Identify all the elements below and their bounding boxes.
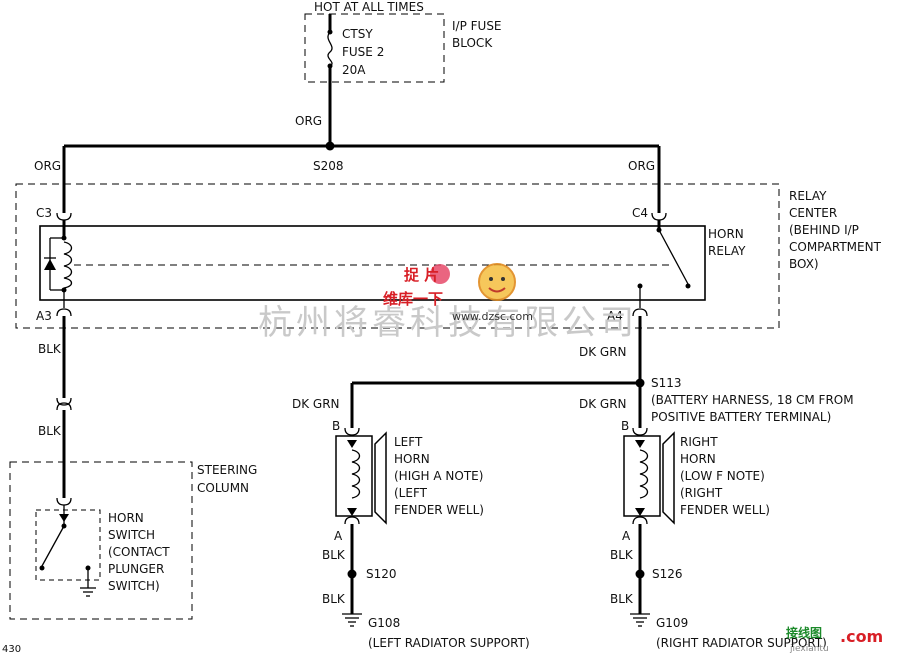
horn-switch-label-4: PLUNGER — [108, 562, 164, 576]
page-number: 430 — [2, 644, 21, 654]
watermark-corner-com: .com — [840, 627, 883, 646]
left-horn-label-2: HORN — [394, 452, 430, 466]
horn-switch-ground-icon — [80, 587, 96, 597]
inline-connector — [56, 397, 72, 411]
wire-color-dkgrn-right: DK GRN — [579, 397, 627, 411]
left-horn-label-4: (LEFT — [394, 486, 428, 500]
wire-color-blk-right-a: BLK — [610, 548, 634, 562]
fuse-rating: 20A — [342, 63, 366, 77]
relay-center-label-1: RELAY — [789, 189, 827, 203]
ground-g109-desc: (RIGHT RADIATOR SUPPORT) — [656, 636, 827, 650]
wire-color-blk-a3: BLK — [38, 342, 62, 356]
horn-switch-body — [35, 509, 101, 581]
splice-s126-dot — [635, 569, 645, 579]
ground-g108-icon — [342, 613, 362, 627]
connector-a3-label: A3 — [36, 309, 52, 323]
fuse-block-boundary — [304, 13, 445, 83]
steering-column-label-2: COLUMN — [197, 481, 249, 495]
fuse-symbol — [327, 31, 333, 67]
left-horn-coil — [351, 449, 361, 499]
fuse-name-line1: CTSY — [342, 27, 373, 41]
watermark-top-cn: 捉 片 — [404, 266, 439, 284]
splice-s120-label: S120 — [366, 567, 397, 581]
left-horn-terminal-a: A — [334, 529, 343, 543]
horn-switch-contact — [41, 525, 65, 567]
wire-color-org-right: ORG — [628, 159, 655, 173]
steering-column-boundary — [9, 461, 193, 620]
left-horn-body — [335, 435, 373, 517]
relay-coil — [63, 241, 73, 289]
horn-switch-connector — [56, 497, 72, 506]
right-horn-terminal-b: B — [621, 419, 629, 433]
ground-g109-label: G109 — [656, 616, 688, 630]
splice-s113-desc-1: (BATTERY HARNESS, 18 CM FROM — [651, 393, 854, 407]
horn-switch-label-2: SWITCH — [108, 528, 155, 542]
right-horn-label-3: (LOW F NOTE) — [680, 469, 765, 483]
watermark-company: 杭州将睿科技有限公司 — [258, 303, 638, 343]
ground-g108-desc: (LEFT RADIATOR SUPPORT) — [368, 636, 530, 650]
horn-switch-label-1: HORN — [108, 511, 144, 525]
horn-relay-label-2: RELAY — [708, 244, 746, 258]
right-horn-coil — [639, 449, 649, 499]
wire-color-blk-left-g: BLK — [322, 592, 346, 606]
left-horn-terminal-b: B — [332, 419, 340, 433]
horn-relay-body — [39, 225, 706, 301]
horn-relay-label-1: HORN — [708, 227, 744, 241]
right-horn-terminal-a: A — [622, 529, 631, 543]
connector-c4 — [651, 212, 667, 221]
relay-center-label-3: (BEHIND I/P — [789, 223, 859, 237]
right-horn-body — [623, 435, 661, 517]
connector-a3 — [56, 308, 72, 317]
horn-switch-label-3: (CONTACT — [108, 545, 170, 559]
connector-a4-label: A4 — [607, 309, 623, 323]
fuse-name-line2: FUSE 2 — [342, 45, 384, 59]
watermark-site: www.dzsc.com — [452, 310, 533, 323]
watermark-red-cn: 维库一下 — [383, 290, 443, 308]
wire-color-org-left: ORG — [34, 159, 61, 173]
left-horn-label-3: (HIGH A NOTE) — [394, 469, 483, 483]
left-horn-label-5: FENDER WELL) — [394, 503, 484, 517]
watermark-corner-sub: jiexiantu — [789, 644, 829, 654]
steering-column-label-1: STEERING — [197, 463, 257, 477]
splice-s208-label: S208 — [313, 159, 344, 173]
connector-a4 — [632, 308, 648, 317]
fuse-block-label-2: BLOCK — [452, 36, 493, 50]
wire-color-blk-right-g: BLK — [610, 592, 634, 606]
splice-s120-dot — [347, 569, 357, 579]
wire-color-dkgrn-left: DK GRN — [292, 397, 340, 411]
wire-color-dkgrn-a4: DK GRN — [579, 345, 627, 359]
connector-c4-label: C4 — [632, 206, 648, 220]
hot-at-all-times-label: HOT AT ALL TIMES — [314, 0, 424, 14]
splice-s113-desc-2: POSITIVE BATTERY TERMINAL) — [651, 410, 831, 424]
right-horn-label-1: RIGHT — [680, 435, 718, 449]
splice-s208-dot — [325, 141, 335, 151]
connector-c3 — [56, 212, 72, 221]
relay-center-boundary — [15, 183, 780, 329]
ground-g108-label: G108 — [368, 616, 400, 630]
watermark-logo — [430, 263, 516, 301]
right-horn-bell-icon — [662, 431, 675, 525]
relay-diode — [44, 259, 56, 270]
relay-contact-arm — [658, 229, 689, 285]
wire-color-blk-lower: BLK — [38, 424, 62, 438]
connector-c3-label: C3 — [36, 206, 52, 220]
fuse-block-label-1: I/P FUSE — [452, 19, 502, 33]
relay-center-label-5: BOX) — [789, 257, 819, 271]
right-horn-label-4: (RIGHT — [680, 486, 723, 500]
splice-s126-label: S126 — [652, 567, 683, 581]
horn-switch-label-5: SWITCH) — [108, 579, 160, 593]
right-horn-label-2: HORN — [680, 452, 716, 466]
ground-g109-icon — [630, 613, 650, 627]
wire-color-blk-left-a: BLK — [322, 548, 346, 562]
relay-center-label-2: CENTER — [789, 206, 837, 220]
watermark-corner-cn: 接线图 — [786, 625, 822, 640]
splice-s113-label: S113 — [651, 376, 682, 390]
left-horn-bell-icon — [374, 431, 387, 525]
left-horn-label-1: LEFT — [394, 435, 423, 449]
right-horn-label-5: FENDER WELL) — [680, 503, 770, 517]
wire-color-org-vertical: ORG — [295, 114, 322, 128]
relay-center-label-4: COMPARTMENT — [789, 240, 882, 254]
